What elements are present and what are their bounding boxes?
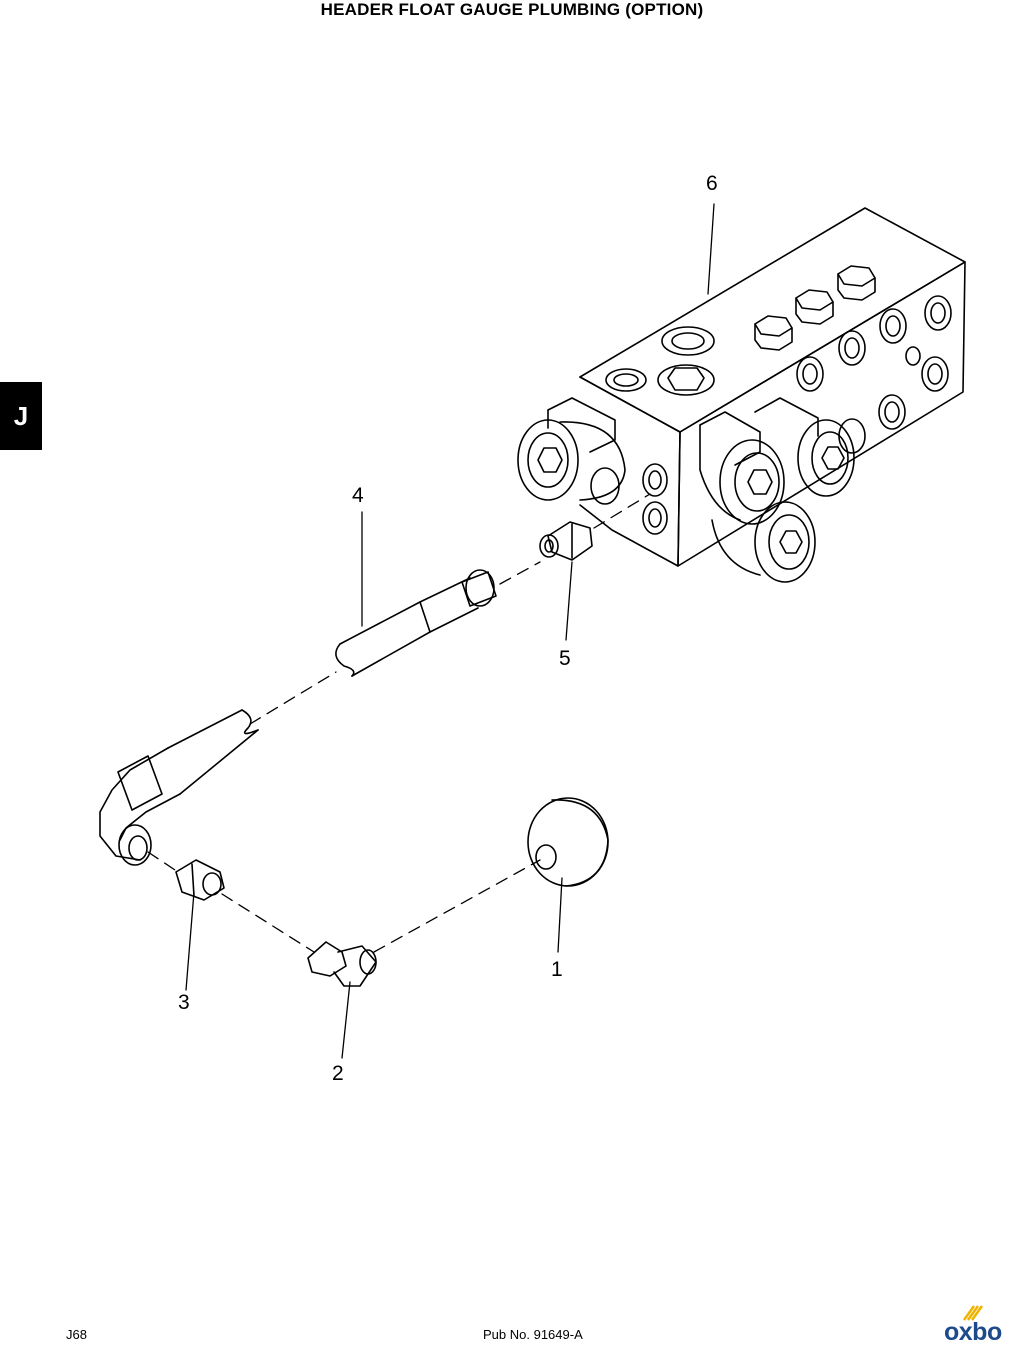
page-number: J68 <box>66 1327 87 1342</box>
callout-4: 4 <box>352 484 364 507</box>
section-tab: J <box>0 382 42 450</box>
logo-wheat-icon <box>962 1305 984 1321</box>
logo-text: oxbo <box>944 1318 1002 1346</box>
callout-6: 6 <box>706 172 718 195</box>
oxbo-logo: oxbo <box>944 1304 1022 1346</box>
callout-2: 2 <box>332 1062 344 1085</box>
elbow-part-2 <box>307 941 377 987</box>
gauge-part-1 <box>527 797 609 887</box>
publication-number: Pub No. 91649-A <box>483 1327 583 1342</box>
adapter-part-5 <box>539 521 593 561</box>
callout-1: 1 <box>551 958 563 981</box>
callout-5: 5 <box>559 647 571 670</box>
adapter-part-3 <box>175 859 225 901</box>
page-title: HEADER FLOAT GAUGE PLUMBING (OPTION) <box>320 0 704 19</box>
hose-part-4 <box>99 569 497 866</box>
valve-block-part-6 <box>517 207 966 583</box>
callout-3: 3 <box>178 991 190 1014</box>
